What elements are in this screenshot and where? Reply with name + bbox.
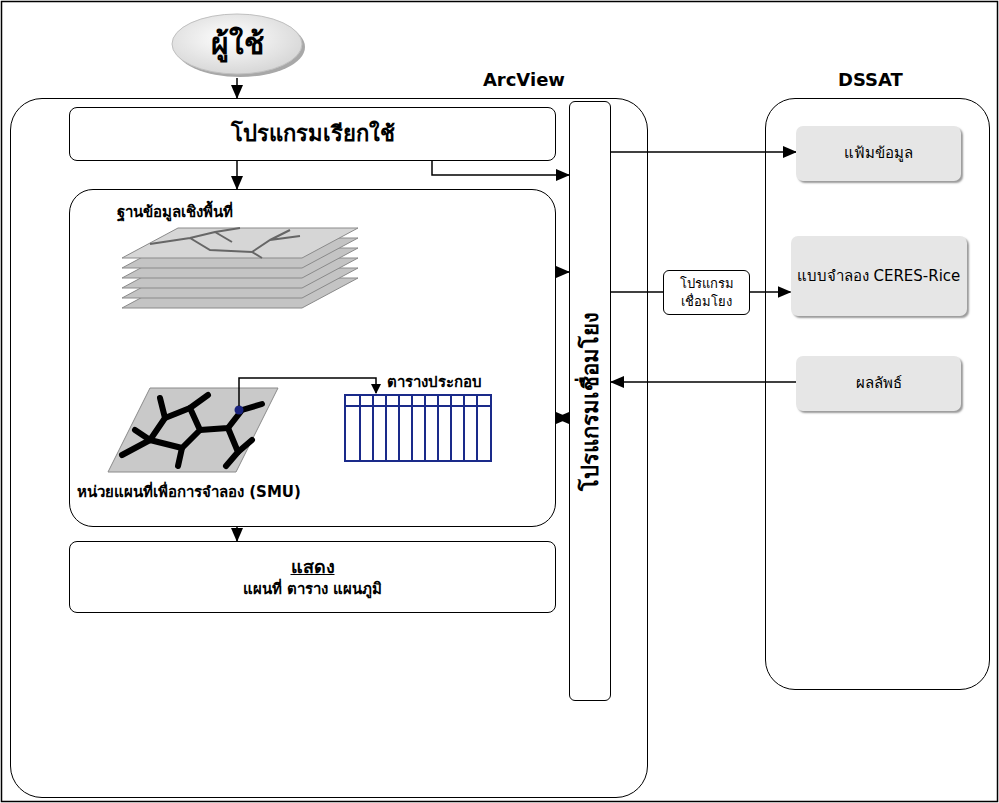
display-box: แสดงแผนที่ ตาราง แผนภูมิ xyxy=(69,541,556,613)
box-label: แผนที่ ตาราง แผนภูมิ xyxy=(243,579,382,599)
box-heading: แสดง xyxy=(291,555,335,579)
dssat-container: DSSATแฟ้มข้อมูลแบบจำลอง CERES-Riceผลลัพธ… xyxy=(765,98,990,690)
connector-arrow xyxy=(611,381,796,383)
arcview-container: ArcViewโปรแกรมเรียกใช้ฐานข้อมูลเชิงพื้นท… xyxy=(10,98,648,798)
user-ellipse: ผู้ใช้ xyxy=(168,10,306,78)
box-label: ผลลัพธ์ xyxy=(856,373,902,393)
leader-line xyxy=(239,378,376,406)
box-label: โปรแกรมเรียกใช้ xyxy=(231,119,395,149)
smu-dot xyxy=(235,406,244,415)
connector-arrow xyxy=(236,78,238,98)
connector-arrow xyxy=(236,161,238,189)
box-label: แฟ้มข้อมูล xyxy=(844,143,913,163)
link-program-box: โปรแกรม เชื่อมโยง xyxy=(663,270,750,315)
connector-arrow xyxy=(556,417,569,419)
connector-arrow xyxy=(236,527,238,541)
box-label: โปรแกรม เชื่อมโยง xyxy=(664,275,749,310)
spatial-panel: ฐานข้อมูลเชิงพื้นที่ตารางประกอบหน่วยแผนท… xyxy=(69,189,556,527)
box-label: ผู้ใช้ xyxy=(211,24,264,65)
connector-arrow xyxy=(750,291,791,293)
data-file-box: แฟ้มข้อมูล xyxy=(796,126,961,181)
result-box: ผลลัพธ์ xyxy=(796,356,961,411)
link-bar: โปรแกรมเชื่อมโยง xyxy=(569,101,611,701)
layer-stack xyxy=(122,228,358,308)
vertical-label: โปรแกรมเชื่อมโยง xyxy=(573,312,608,491)
connector-arrow xyxy=(556,271,569,273)
connector-arrow xyxy=(432,161,569,175)
illustration-label: ตารางประกอบ xyxy=(387,370,482,394)
illustration-label: ฐานข้อมูลเชิงพื้นที่ xyxy=(117,200,233,224)
box-label: แบบจำลอง CERES-Rice xyxy=(797,266,961,286)
model-box: แบบจำลอง CERES-Rice xyxy=(791,236,967,316)
container-heading: ArcView xyxy=(483,69,565,90)
connector-arrow xyxy=(611,151,796,153)
connector-arrow xyxy=(611,291,663,293)
map-illustration xyxy=(108,378,376,472)
illustration-label: หน่วยแผนที่เพื่อการจำลอง (SMU) xyxy=(77,480,301,504)
launcher-box: โปรแกรมเรียกใช้ xyxy=(69,107,556,161)
container-heading: DSSAT xyxy=(838,69,903,90)
table-illustration xyxy=(345,395,491,461)
